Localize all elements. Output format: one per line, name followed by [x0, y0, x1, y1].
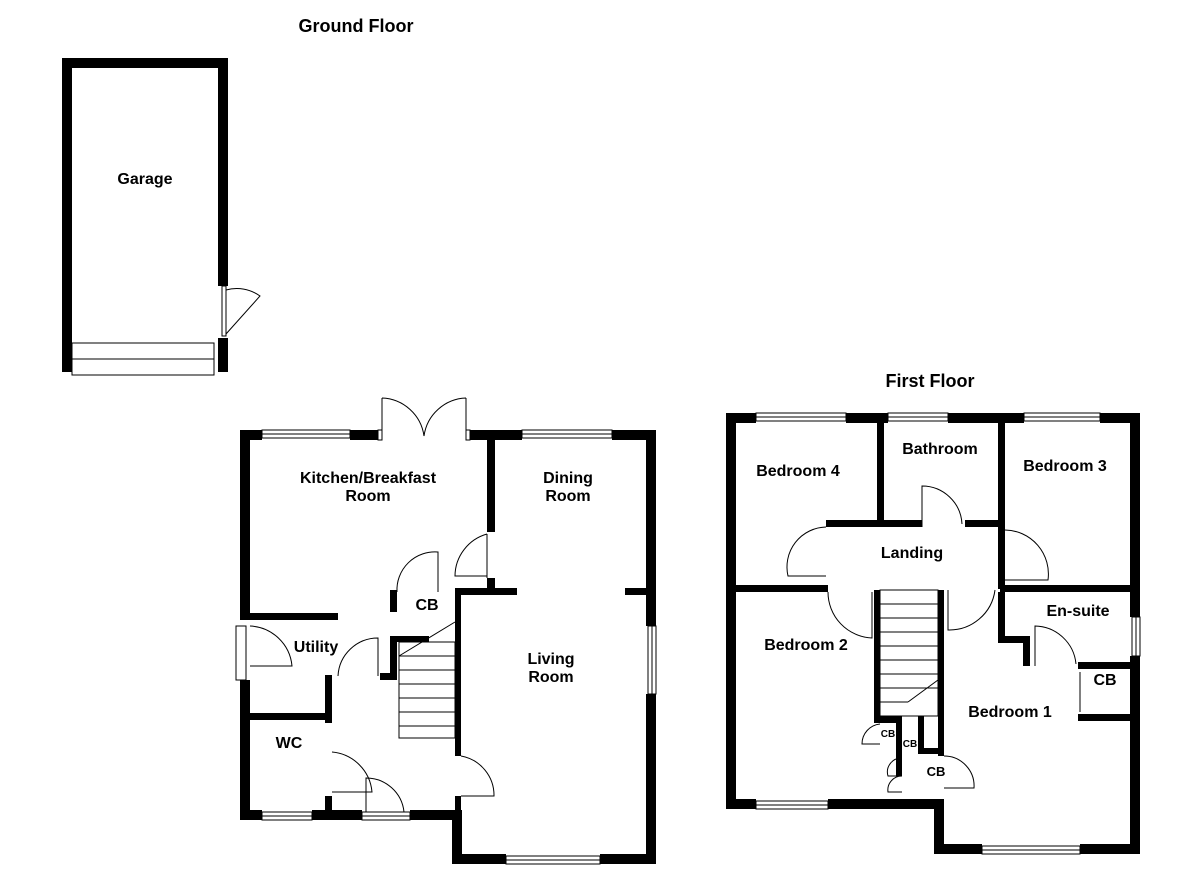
garage-side-door [221, 285, 261, 337]
first-floor-stairs [879, 589, 939, 717]
utility-label: Utility [294, 639, 339, 656]
first-floor-windows [755, 412, 1141, 855]
kitchen-label-line1: Kitchen/Breakfast [300, 470, 437, 487]
first-cb-label-a: CB [881, 729, 895, 740]
bedroom3-label: Bedroom 3 [1023, 458, 1107, 475]
ground-floor-walls [240, 430, 656, 864]
garage-door [71, 342, 215, 376]
first-floor-walls [726, 413, 1140, 854]
garage-label: Garage [117, 171, 172, 188]
ground-cb-label: CB [415, 597, 438, 614]
bedroom1-label: Bedroom 1 [968, 704, 1052, 721]
bedroom2-label: Bedroom 2 [764, 637, 848, 654]
living-label-line1: Living [527, 651, 574, 668]
ground-floor-title: Ground Floor [299, 16, 414, 36]
first-floor-title: First Floor [886, 371, 975, 391]
ground-floor-doors [235, 397, 495, 813]
garage-walls [62, 58, 228, 372]
landing-label: Landing [881, 545, 943, 562]
dining-label-line1: Dining [543, 470, 593, 487]
wc-label: WC [276, 735, 303, 752]
living-label-line2: Room [528, 669, 573, 686]
ensuite-label: En-suite [1046, 603, 1109, 620]
ensuite-cb-label: CB [1093, 672, 1116, 689]
dining-label-line2: Room [545, 488, 590, 505]
kitchen-label-line2: Room [345, 488, 390, 505]
first-floor-doors [786, 485, 1081, 793]
ground-floor-windows [261, 429, 657, 865]
first-cb-label-b: CB [903, 739, 917, 750]
ground-floor-stairs [398, 621, 456, 739]
first-cb-label-c: CB [927, 764, 946, 779]
bedroom4-label: Bedroom 4 [756, 463, 840, 480]
bathroom-label: Bathroom [902, 441, 978, 458]
